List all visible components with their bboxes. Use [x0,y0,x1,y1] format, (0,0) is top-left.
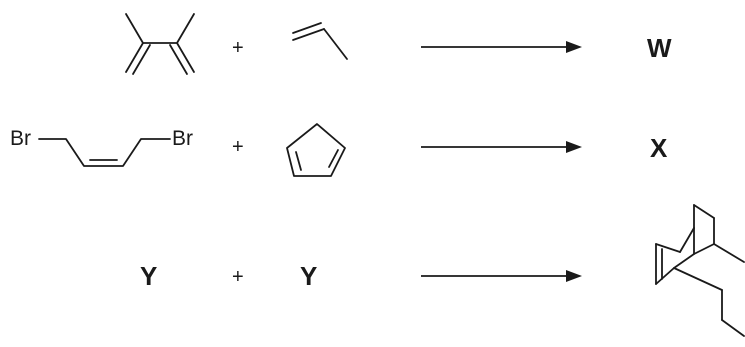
reaction-3: Y + Y [140,204,745,337]
reaction-2: Br Br + X [10,123,668,177]
cyclopentadiene-structure [286,123,346,177]
dibromobutene-structure [38,138,171,167]
bromine-atom-left: Br [10,127,31,150]
product-x: X [650,133,668,163]
plus-sign: + [232,136,244,158]
reaction-arrow [421,41,582,53]
propene-structure [292,22,348,60]
product-w: W [647,33,672,63]
reaction-arrow [421,270,582,282]
bromine-atom-right: Br [172,127,193,150]
reaction-1: + W [125,13,672,75]
dimethylbutadiene-structure [125,13,195,75]
bicyclooctene-product-structure [655,204,745,337]
reactant-y: Y [300,261,317,291]
reaction-arrow [421,141,582,153]
plus-sign: + [232,266,244,288]
plus-sign: + [232,37,244,59]
reactant-y: Y [140,261,157,291]
